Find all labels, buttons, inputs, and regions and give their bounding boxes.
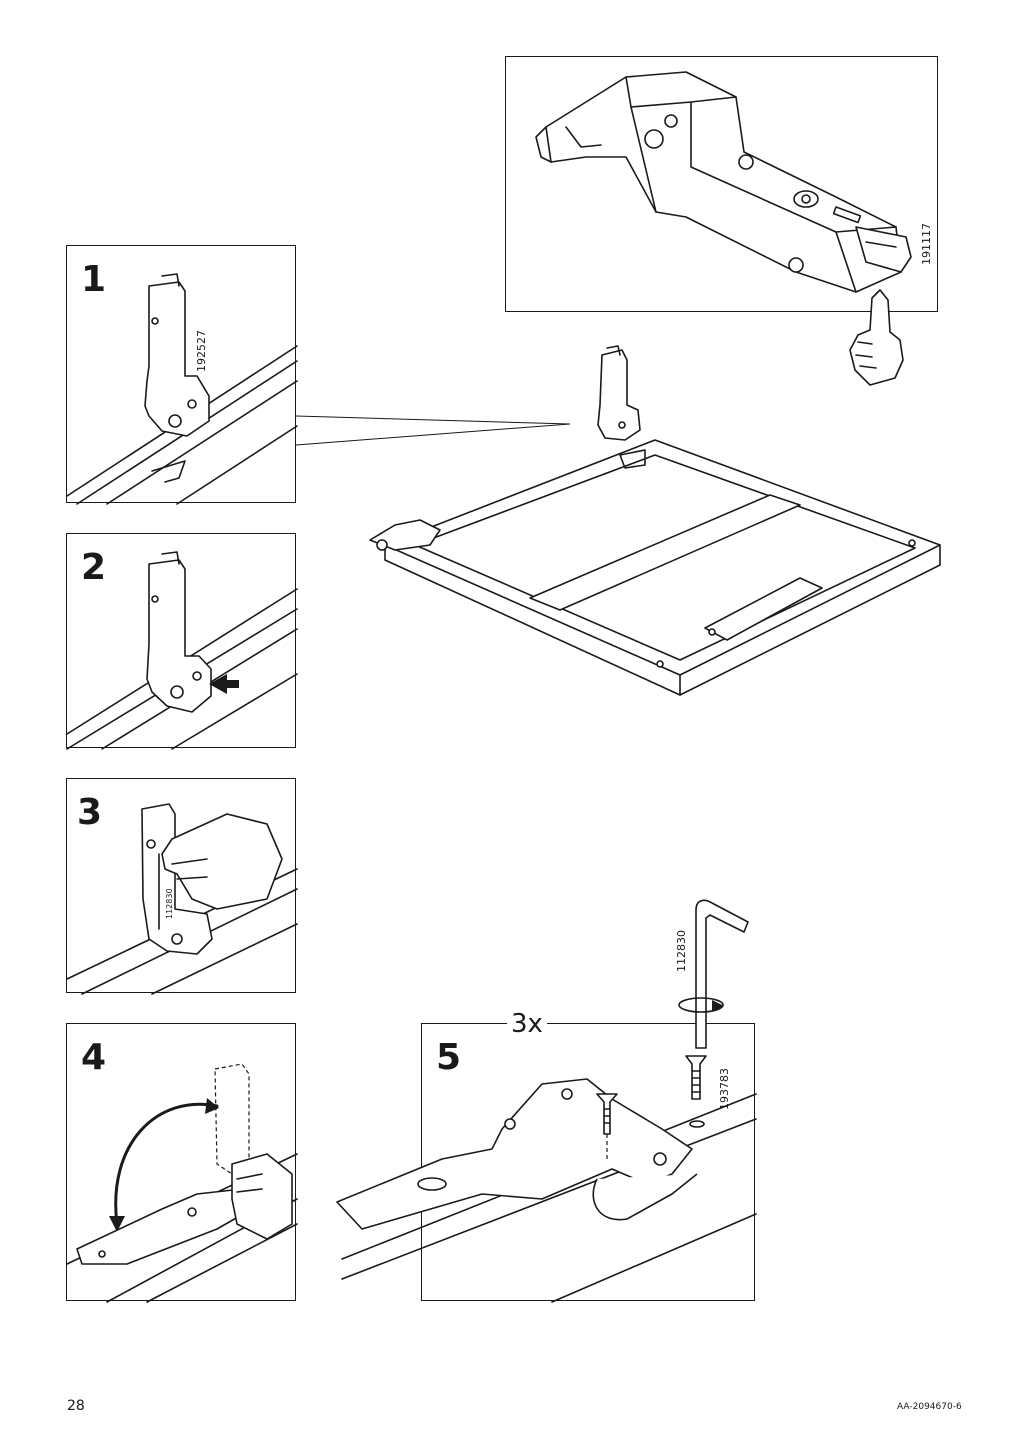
step-1-panel: 1 192527	[66, 245, 298, 505]
step-3-panel: 3 112830	[66, 778, 298, 995]
step-2-number: 2	[81, 547, 107, 588]
step-3-number: 3	[77, 792, 103, 833]
step-4-illustration	[66, 1063, 298, 1303]
hinge-closeup-illustration	[535, 71, 912, 293]
detail-panel: 191117	[505, 56, 938, 312]
page-number: 28	[67, 1398, 85, 1414]
step-1-illustration	[66, 273, 298, 505]
detail-part-code: 191117	[920, 223, 933, 265]
step-5-tool-code: 112830	[675, 930, 688, 972]
step-2-panel: 2	[66, 533, 298, 750]
step-1-number: 1	[81, 259, 107, 300]
step-5-panel: 5 193783	[336, 1023, 757, 1303]
step-2-illustration	[66, 551, 298, 750]
step-4-panel: 4	[66, 1023, 298, 1303]
step-1-part-code: 192527	[195, 330, 208, 372]
step-5-screw-code: 193783	[718, 1068, 731, 1110]
step-5-quantity: 3x	[507, 1011, 547, 1037]
step-5-number: 5	[436, 1037, 462, 1078]
step-3-part-code: 112830	[165, 888, 174, 919]
document-id: AA-2094670-6	[897, 1402, 962, 1412]
step-5-illustration	[336, 1055, 757, 1303]
step-4-number: 4	[81, 1037, 107, 1078]
step-3-illustration	[66, 803, 298, 995]
